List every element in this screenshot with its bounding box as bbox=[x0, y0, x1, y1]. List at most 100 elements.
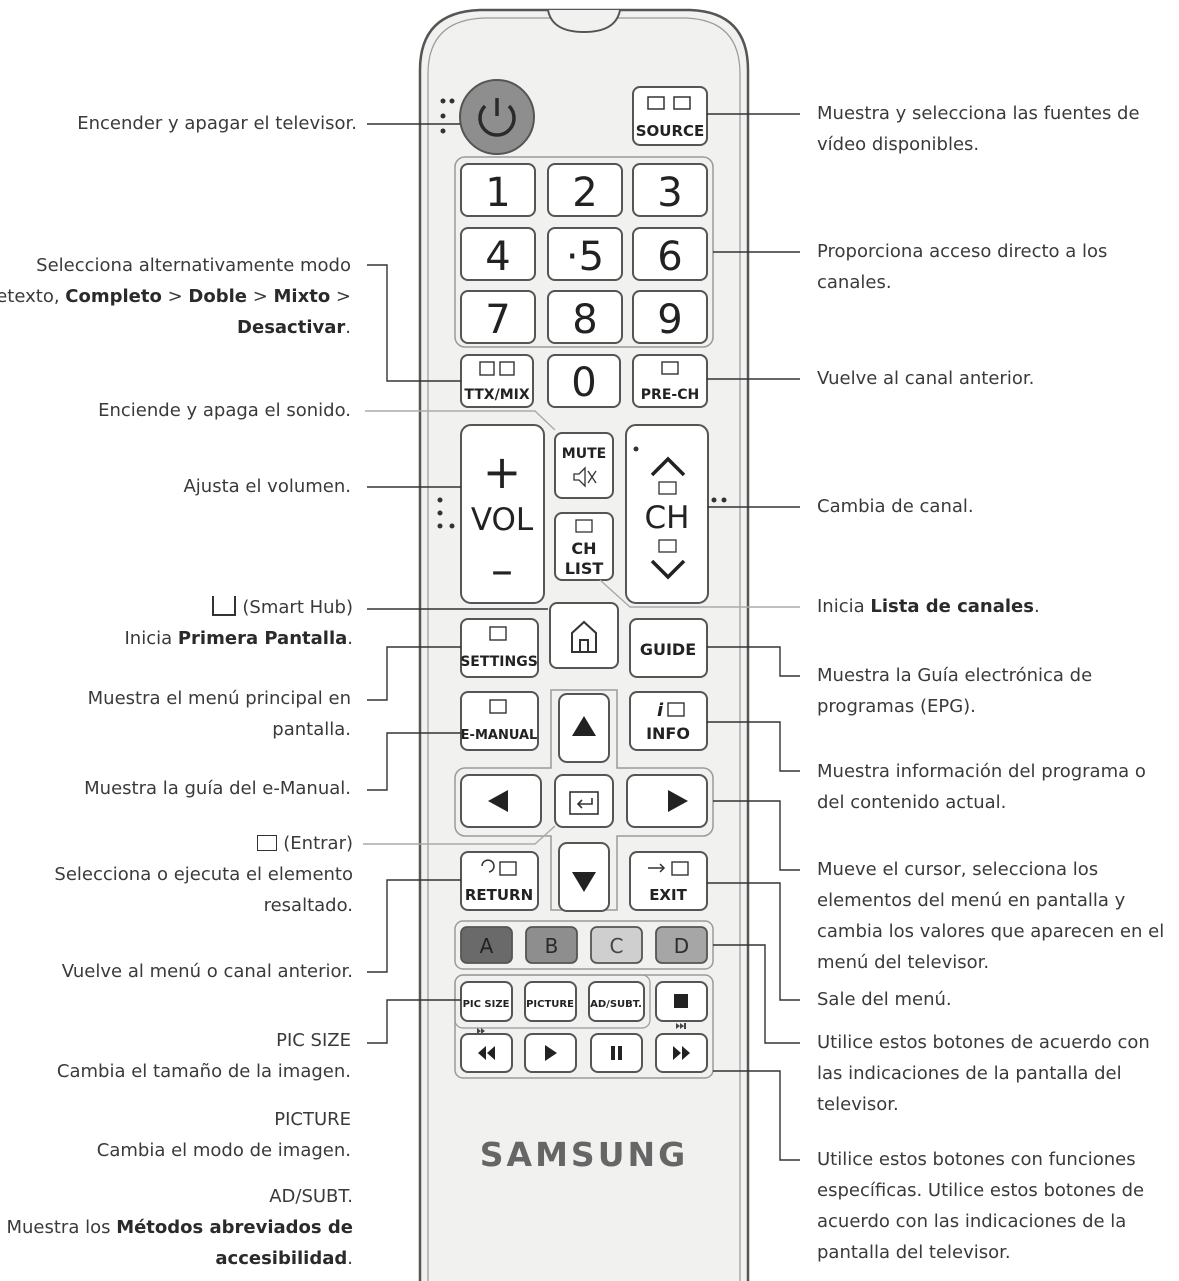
down-button[interactable] bbox=[558, 842, 610, 912]
color-keys: A B C D bbox=[460, 926, 708, 964]
picsize-key-label: PIC SIZE bbox=[463, 999, 510, 1010]
info-button[interactable]: i INFO bbox=[629, 691, 708, 751]
skip-icons bbox=[477, 1023, 686, 1034]
label-color-keys: Utilice estos botones de acuerdo con las… bbox=[817, 1032, 1150, 1115]
function-keys-panel bbox=[454, 974, 651, 1029]
label-enter: (Entrar) Selecciona o ejecuta el element… bbox=[54, 833, 353, 916]
label-ch: Cambia de canal. bbox=[817, 496, 974, 517]
digit-0-label: 0 bbox=[571, 360, 596, 406]
brand-logo: SAMSUNG bbox=[480, 1135, 688, 1174]
digit-button[interactable]: 1 bbox=[460, 163, 536, 217]
enter-button[interactable] bbox=[554, 774, 614, 828]
label-settings: Muestra el menú principal en pantalla. bbox=[87, 688, 351, 740]
picsize-button[interactable]: PIC SIZE bbox=[460, 981, 513, 1022]
digit-label: 8 bbox=[572, 297, 597, 343]
digit-button[interactable]: 3 bbox=[632, 163, 708, 217]
play-button[interactable] bbox=[524, 1033, 577, 1073]
settings-label: SETTINGS bbox=[460, 654, 538, 670]
guide-button[interactable]: GUIDE bbox=[629, 618, 708, 678]
digit-label: ·5 bbox=[566, 234, 604, 280]
color-key-label: C bbox=[610, 934, 624, 958]
digit-label: 1 bbox=[485, 170, 510, 216]
digit-button[interactable]: ·5 bbox=[547, 227, 623, 281]
label-vol: Ajusta el volumen. bbox=[183, 476, 351, 497]
exit-button[interactable]: EXIT bbox=[629, 851, 708, 911]
color-key-label: A bbox=[480, 934, 494, 958]
digit-button[interactable]: 6 bbox=[632, 227, 708, 281]
label-guide: Muestra la Guía electrónica de programas… bbox=[817, 665, 1093, 717]
vol-dots-icon bbox=[437, 497, 455, 529]
digit-button[interactable]: 7 bbox=[460, 290, 536, 344]
emanual-button[interactable]: E-MANUAL bbox=[460, 691, 539, 751]
label-power: Encender y apagar el televisor. bbox=[77, 113, 357, 134]
emanual-label: E-MANUAL bbox=[461, 728, 538, 743]
color-key-d[interactable]: D bbox=[655, 926, 708, 964]
source-button[interactable]: SOURCE bbox=[632, 86, 708, 146]
stop-button[interactable] bbox=[655, 981, 708, 1022]
mute-button[interactable]: MUTE bbox=[554, 432, 614, 499]
ttx-mix-button[interactable]: TTX/MIX bbox=[460, 354, 534, 408]
volume-rocker[interactable]: + VOL – bbox=[460, 424, 545, 604]
power-button[interactable] bbox=[459, 79, 535, 155]
color-key-c[interactable]: C bbox=[590, 926, 643, 964]
prech-button[interactable]: PRE-CH bbox=[632, 354, 708, 408]
home-button[interactable] bbox=[549, 602, 619, 669]
left-button[interactable] bbox=[460, 774, 542, 828]
digit-button[interactable]: 2 bbox=[547, 163, 623, 217]
return-button[interactable]: RETURN bbox=[460, 851, 539, 911]
mic-dots-icon bbox=[440, 98, 455, 134]
label-emanual: Muestra la guía del e-Manual. bbox=[84, 778, 351, 799]
chlist-line1: CH bbox=[571, 539, 596, 558]
digit-0-button[interactable]: 0 bbox=[547, 354, 621, 408]
numpad: 1 2 3 4 ·5 6 7 8 9 bbox=[460, 163, 708, 344]
digit-label: 4 bbox=[485, 234, 510, 280]
source-label: SOURCE bbox=[636, 122, 705, 140]
digit-label: 6 bbox=[657, 234, 682, 280]
pause-button[interactable] bbox=[590, 1033, 643, 1073]
color-key-label: B bbox=[545, 934, 559, 958]
right-button[interactable] bbox=[626, 774, 708, 828]
up-button[interactable] bbox=[558, 693, 610, 763]
picture-button[interactable]: PICTURE bbox=[524, 981, 577, 1022]
channel-rocker[interactable]: CH bbox=[625, 424, 709, 604]
digit-label: 9 bbox=[657, 297, 682, 343]
label-return: Vuelve al menú o canal anterior. bbox=[61, 961, 353, 982]
chlist-line2: LIST bbox=[565, 559, 604, 578]
ch-label: CH bbox=[645, 500, 690, 536]
label-digits: Proporciona acceso directo a los canales… bbox=[817, 241, 1108, 293]
color-key-a[interactable]: A bbox=[460, 926, 513, 964]
info-label: INFO bbox=[646, 724, 690, 743]
prech-label: PRE-CH bbox=[641, 387, 699, 403]
digit-button[interactable]: 9 bbox=[632, 290, 708, 344]
color-key-b[interactable]: B bbox=[525, 926, 578, 964]
adsubt-key-label: AD/SUBT. bbox=[590, 999, 642, 1010]
digit-button[interactable]: 4 bbox=[460, 227, 536, 281]
exit-label: EXIT bbox=[649, 886, 687, 904]
chlist-button[interactable]: CH LIST bbox=[554, 512, 614, 581]
color-key-label: D bbox=[674, 934, 689, 958]
digit-button[interactable]: 8 bbox=[547, 290, 623, 344]
digit-label: 3 bbox=[657, 170, 682, 216]
label-adsubt: AD/SUBT. Muestra los Métodos abreviados … bbox=[6, 1186, 353, 1269]
return-label: RETURN bbox=[465, 886, 533, 904]
label-mute: Enciende y apaga el sonido. bbox=[98, 400, 351, 421]
adsubt-button[interactable]: AD/SUBT. bbox=[588, 981, 645, 1022]
leader-lines bbox=[363, 113, 800, 1161]
label-info: Muestra información del programa o del c… bbox=[817, 761, 1146, 813]
fast-forward-button[interactable] bbox=[655, 1033, 708, 1073]
label-smarthub: (Smart Hub) Inicia Primera Pantalla. bbox=[124, 596, 353, 649]
label-picsize: PIC SIZE Cambia el tamaño de la imagen. bbox=[56, 1030, 351, 1082]
vol-minus-label: – bbox=[491, 545, 513, 596]
vol-label: VOL bbox=[471, 502, 534, 538]
settings-button[interactable]: SETTINGS bbox=[460, 618, 539, 678]
label-media: Utilice estos botones con funciones espe… bbox=[817, 1149, 1145, 1263]
home-icon bbox=[212, 596, 237, 616]
ttx-label: TTX/MIX bbox=[464, 387, 529, 403]
info-i-icon: i bbox=[657, 700, 664, 721]
mute-label: MUTE bbox=[562, 446, 606, 462]
rewind-button[interactable] bbox=[460, 1033, 513, 1073]
digit-label: 7 bbox=[485, 297, 510, 343]
label-nav: Mueve el cursor, selecciona los elemento… bbox=[817, 859, 1165, 973]
digit-label: 2 bbox=[572, 170, 597, 216]
